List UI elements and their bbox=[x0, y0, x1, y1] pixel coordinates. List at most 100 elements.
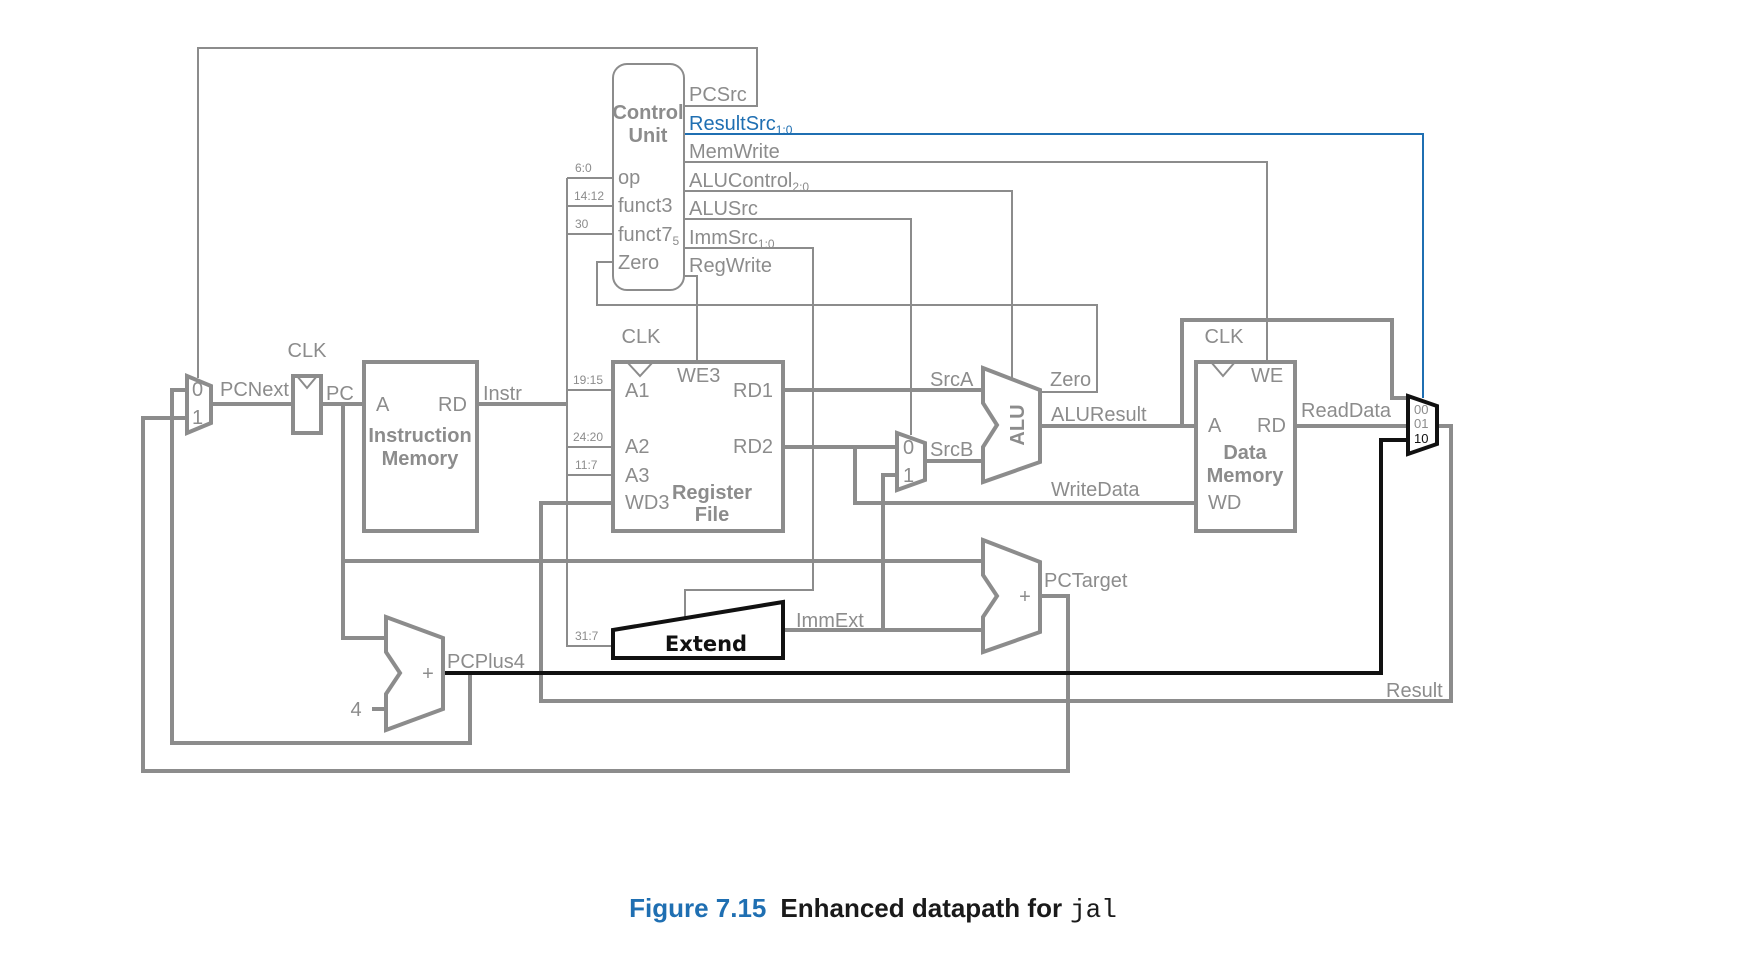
rf-a2: A2 bbox=[625, 436, 649, 458]
control-unit-title2: Unit bbox=[629, 125, 668, 147]
field-funct7: 30 bbox=[575, 217, 589, 231]
rf-a3: A3 bbox=[625, 465, 649, 487]
cu-funct7-label: funct75 bbox=[618, 224, 679, 248]
wire-pctarget-loop bbox=[141, 416, 1070, 773]
srcb-mux: 0 1 bbox=[895, 430, 927, 493]
rf-a1: A1 bbox=[625, 380, 649, 402]
rf-we3: WE3 bbox=[677, 365, 720, 387]
wire-regwrite bbox=[685, 275, 698, 362]
wire-memwrite bbox=[685, 161, 1268, 368]
pc-mux-in1: 1 bbox=[192, 407, 203, 429]
rf-clk: CLK bbox=[622, 326, 662, 348]
aluresult-label: ALUResult bbox=[1051, 404, 1147, 426]
wire-pcsrc bbox=[197, 47, 758, 378]
rf-rd2: RD2 bbox=[733, 436, 773, 458]
alucontrol-label: ALUControl2:0 bbox=[689, 170, 809, 194]
pc-label: PC bbox=[326, 383, 354, 405]
result-mux-in01: 01 bbox=[1414, 416, 1428, 431]
wire-instr-bus bbox=[566, 178, 614, 647]
immsrc-label: ImmSrc1:0 bbox=[689, 227, 775, 251]
wire-alucontrol bbox=[685, 190, 1013, 400]
extend-label: Extend bbox=[665, 632, 747, 656]
dmem-clk: CLK bbox=[1205, 326, 1245, 348]
regwrite-label: RegWrite bbox=[689, 255, 772, 277]
immext-label: ImmExt bbox=[796, 610, 864, 632]
resultsrc-label: ResultSrc1:0 bbox=[689, 113, 793, 137]
rf-name2: File bbox=[695, 504, 729, 526]
wire-resultsrc-highlight bbox=[685, 133, 1424, 398]
alu-label: ALU bbox=[1007, 404, 1029, 445]
srcb-mux-in1: 1 bbox=[903, 465, 914, 487]
field-a2: 24:20 bbox=[573, 430, 603, 444]
pc-mux: 0 1 bbox=[185, 373, 213, 436]
extend-unit: Extend bbox=[611, 599, 785, 660]
dmem-port-a: A bbox=[1208, 415, 1222, 437]
instruction-memory: A RD Instruction Memory bbox=[362, 360, 479, 533]
register-file: CLK WE3 A1 A2 A3 WD3 RD1 RD2 Register Fi… bbox=[611, 326, 785, 533]
wire-immext-to-srcb bbox=[881, 473, 897, 630]
pctarget-adder-symbol: + bbox=[1019, 586, 1031, 608]
result-mux-in00: 00 bbox=[1414, 402, 1428, 417]
pcsrc-label: PCSrc bbox=[689, 84, 747, 106]
dmem-name1: Data bbox=[1223, 442, 1267, 464]
cu-zero-label: Zero bbox=[618, 252, 659, 274]
pc-mux-in0: 0 bbox=[192, 379, 203, 401]
caption-text: Enhanced datapath for bbox=[780, 893, 1063, 923]
imem-port-rd: RD bbox=[438, 394, 467, 416]
wire-immsrc bbox=[684, 247, 814, 620]
readdata-label: ReadData bbox=[1301, 400, 1392, 422]
wire-writedata bbox=[853, 447, 1196, 505]
alu: ALU bbox=[981, 365, 1042, 485]
field-op: 6:0 bbox=[575, 161, 592, 175]
field-funct3: 14:12 bbox=[574, 189, 604, 203]
pc-register: CLK bbox=[288, 340, 327, 435]
control-outputs: PCSrc ResultSrc1:0 MemWrite ALUControl2:… bbox=[689, 84, 809, 277]
zero-label: Zero bbox=[1050, 369, 1091, 391]
pcplus4-label: PCPlus4 bbox=[447, 651, 525, 673]
wire-aluresult-to-result bbox=[1180, 318, 1408, 426]
wire-result bbox=[539, 424, 1453, 703]
srca-label: SrcA bbox=[930, 369, 974, 391]
cu-op-label: op bbox=[618, 167, 640, 189]
dmem-name2: Memory bbox=[1207, 465, 1285, 487]
rf-wd3: WD3 bbox=[625, 492, 669, 514]
imem-name2: Memory bbox=[382, 448, 460, 470]
dmem-wd: WD bbox=[1208, 492, 1241, 514]
control-unit: Control Unit op funct3 funct75 Zero bbox=[612, 63, 685, 291]
field-a1: 19:15 bbox=[573, 373, 603, 387]
pcplus4-adder: + bbox=[384, 614, 445, 733]
pctarget-adder: + bbox=[981, 537, 1042, 655]
dmem-we: WE bbox=[1251, 365, 1283, 387]
constant-four: 4 bbox=[350, 699, 361, 721]
field-a3: 11:7 bbox=[575, 458, 598, 472]
result-mux-in10: 10 bbox=[1414, 431, 1428, 446]
imem-port-a: A bbox=[376, 394, 390, 416]
instr-label: Instr bbox=[483, 383, 522, 405]
caption-number: Figure 7.15 bbox=[629, 893, 767, 923]
wire-pc-to-pcplus4 bbox=[341, 404, 386, 640]
field-imm: 31:7 bbox=[575, 629, 599, 643]
alusrc-label: ALUSrc bbox=[689, 198, 758, 220]
wire-pcplus4-highlight bbox=[443, 438, 1408, 675]
wire-alusrc bbox=[685, 218, 912, 435]
data-memory: CLK WE A RD WD Data Memory bbox=[1194, 326, 1297, 533]
memwrite-label: MemWrite bbox=[689, 141, 780, 163]
rf-name1: Register bbox=[672, 482, 752, 504]
rf-rd1: RD1 bbox=[733, 380, 773, 402]
result-mux: 00 01 10 bbox=[1406, 393, 1439, 457]
srcb-label: SrcB bbox=[930, 439, 973, 461]
pctarget-label: PCTarget bbox=[1044, 570, 1128, 592]
writedata-label: WriteData bbox=[1051, 479, 1140, 501]
wire-zero bbox=[596, 261, 1098, 393]
result-label: Result bbox=[1386, 680, 1443, 702]
control-unit-title1: Control bbox=[612, 102, 683, 124]
imem-name1: Instruction bbox=[368, 425, 471, 447]
dmem-port-rd: RD bbox=[1257, 415, 1286, 437]
pcnext-label: PCNext bbox=[220, 379, 289, 401]
caption-code: jal bbox=[1070, 895, 1117, 925]
bit-field-labels: 6:0 14:12 30 19:15 24:20 11:7 31:7 bbox=[573, 161, 604, 643]
srcb-mux-in0: 0 bbox=[903, 437, 914, 459]
pcplus4-adder-symbol: + bbox=[422, 663, 434, 685]
